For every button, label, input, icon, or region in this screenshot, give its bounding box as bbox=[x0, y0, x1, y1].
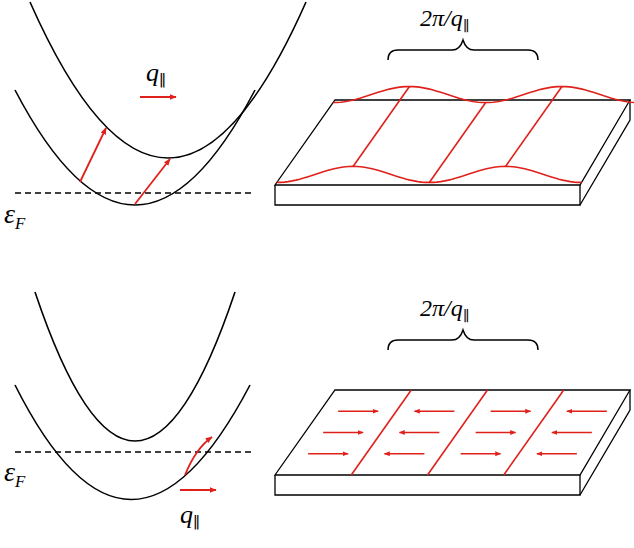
charge-wave bbox=[277, 87, 634, 183]
transition-arrows bbox=[180, 437, 216, 490]
math-label: εF bbox=[4, 200, 25, 233]
math-label: 2π/q∥ bbox=[420, 296, 469, 323]
math-label: q∥ bbox=[146, 60, 166, 89]
math-label: 2π/q∥ bbox=[420, 6, 469, 33]
band-curves bbox=[15, 292, 250, 500]
slab bbox=[275, 390, 630, 495]
transition-arrows bbox=[80, 97, 176, 204]
spin-pattern bbox=[308, 390, 607, 475]
fermi-level bbox=[15, 451, 252, 452]
subscript: ∥ bbox=[193, 514, 200, 531]
subscript: F bbox=[15, 214, 25, 233]
subscript: ∥ bbox=[463, 18, 470, 34]
math-label: εF bbox=[4, 458, 25, 491]
subscript: ∥ bbox=[463, 308, 470, 324]
subscript: ∥ bbox=[159, 72, 166, 89]
fermi-level bbox=[15, 192, 252, 193]
math-label: q∥ bbox=[180, 502, 200, 531]
slab bbox=[275, 100, 630, 205]
band-curves bbox=[15, 2, 306, 205]
subscript: F bbox=[15, 472, 25, 491]
